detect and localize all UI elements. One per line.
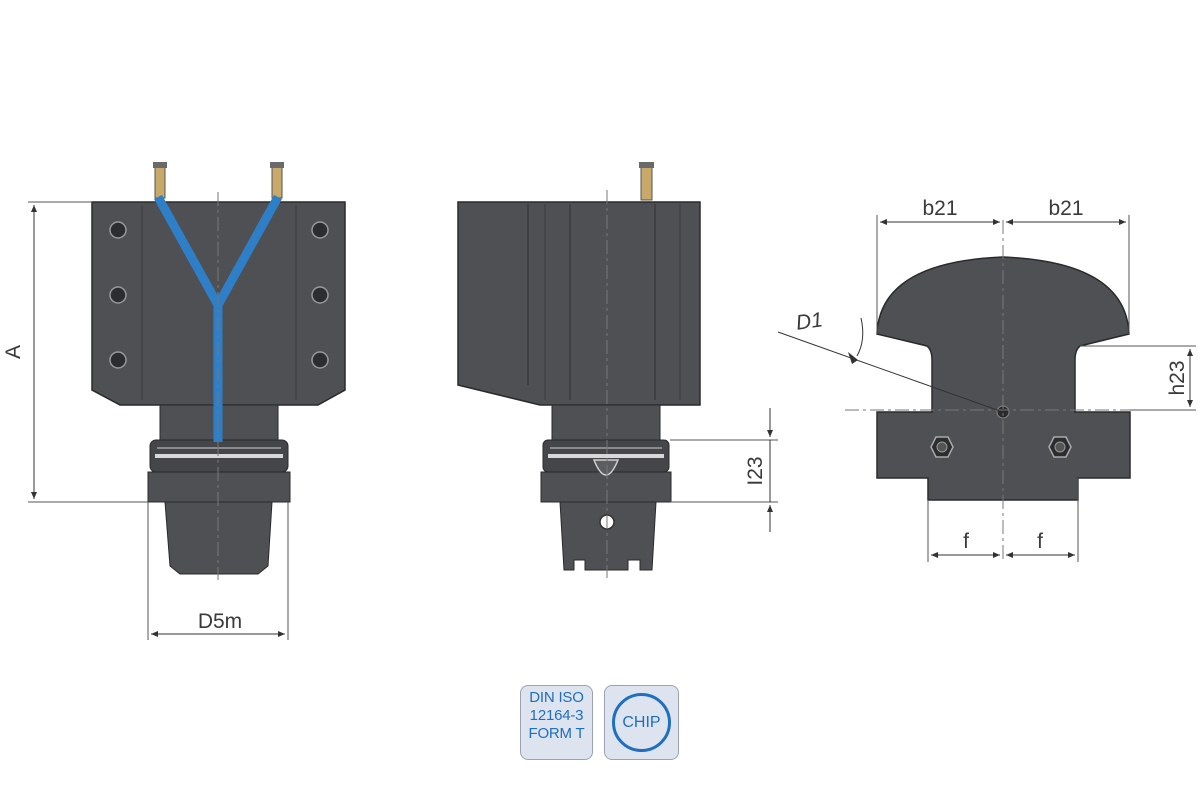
dim-label-I23: I23 bbox=[744, 456, 767, 485]
side-view: I23 bbox=[457, 162, 778, 578]
dim-label-h23: h23 bbox=[1166, 360, 1189, 395]
dim-line-D1 bbox=[777, 331, 1001, 412]
chip-badge: CHIP bbox=[604, 685, 679, 760]
dim-label-D1: D1 bbox=[794, 308, 824, 335]
dim-label-f-right: f bbox=[1037, 530, 1043, 553]
side-shank-neck bbox=[551, 404, 661, 444]
side-main-block bbox=[457, 201, 701, 406]
front-view: A D5m bbox=[2, 162, 346, 640]
dim-label-D5m: D5m bbox=[198, 610, 242, 633]
end-view-nuts bbox=[930, 436, 1072, 458]
din-iso-line-1: DIN ISO bbox=[529, 689, 584, 706]
din-iso-line-3: FORM T bbox=[528, 725, 585, 742]
din-iso-badge: DIN ISO 12164-3 FORM T bbox=[520, 685, 593, 760]
chip-ring-icon: CHIP bbox=[612, 693, 671, 752]
dim-label-f-left: f bbox=[963, 530, 969, 553]
coolant-pin-right bbox=[271, 163, 283, 199]
din-iso-line-2: 12164-3 bbox=[529, 707, 584, 724]
dim-label-A: A bbox=[2, 345, 25, 359]
side-taper bbox=[559, 501, 657, 571]
end-view: b21 b21 D1 h23 f f bbox=[777, 197, 1196, 562]
dim-label-b21-right: b21 bbox=[1048, 197, 1083, 220]
coolant-pin-left bbox=[154, 163, 166, 199]
side-pin bbox=[640, 163, 653, 201]
chip-label: CHIP bbox=[622, 713, 661, 731]
dim-label-b21-left: b21 bbox=[922, 197, 957, 220]
front-screws bbox=[109, 221, 329, 369]
